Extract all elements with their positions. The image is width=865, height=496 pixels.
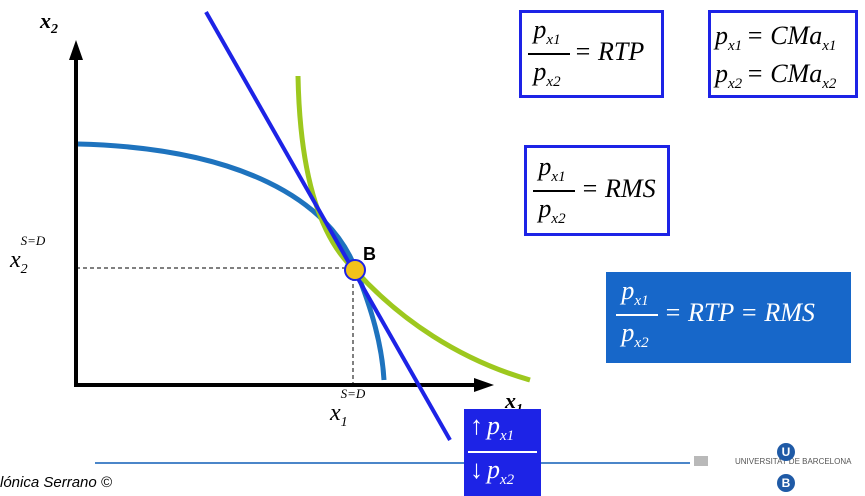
rtp-numerator: px1: [533, 15, 561, 48]
rtp-equation-box: px1 px2 = RTP: [519, 10, 664, 98]
tangency-point: [344, 259, 366, 281]
x-axis-arrow-icon: [474, 378, 494, 392]
footer-divider-left: [95, 462, 465, 464]
price-down-line: ↓ px2: [470, 455, 515, 488]
price-change-box: ↑ px1 ↓ px2: [464, 409, 541, 496]
equil-rhs: = RTP = RMS: [664, 298, 815, 327]
ppf-curve: [77, 141, 387, 381]
fraction-bar: [468, 451, 537, 453]
university-logo-u-icon: U: [777, 443, 795, 461]
fraction-bar: [616, 314, 658, 316]
rms-equation-box: px1 px2 = RMS: [524, 145, 670, 236]
cma-line-1: px1 = CMax1: [715, 21, 837, 54]
rms-numerator: px1: [538, 152, 566, 185]
author-credit: lónica Serrano ©: [0, 474, 112, 491]
fraction-bar: [528, 53, 570, 55]
rms-rhs: = RMS: [581, 174, 656, 203]
price-line: [204, 11, 452, 441]
y-axis-arrow-icon: [69, 40, 83, 60]
price-up-line: ↑ px1: [470, 411, 515, 444]
equil-denominator: px2: [621, 318, 649, 351]
y-axis-label: x2: [40, 8, 58, 37]
footer-divider-right: [540, 462, 690, 464]
cma-line-2: px2 = CMax2: [715, 59, 837, 92]
university-name: UNIVERSITAT DE BARCELONA: [735, 457, 852, 466]
cma-equation-box: px1 = CMax1 px2 = CMax2: [708, 10, 858, 98]
rtp-denominator: px2: [533, 57, 561, 90]
fraction-bar: [533, 190, 575, 192]
university-emblem-icon: [694, 456, 708, 466]
university-logo-b-icon: B: [777, 474, 795, 492]
equil-numerator: px1: [621, 276, 649, 309]
equilibrium-equation-box: px1 px2 = RTP = RMS: [606, 272, 851, 363]
rtp-rhs: = RTP: [574, 37, 645, 66]
point-b-label: B: [363, 244, 376, 264]
rms-denominator: px2: [538, 194, 566, 227]
